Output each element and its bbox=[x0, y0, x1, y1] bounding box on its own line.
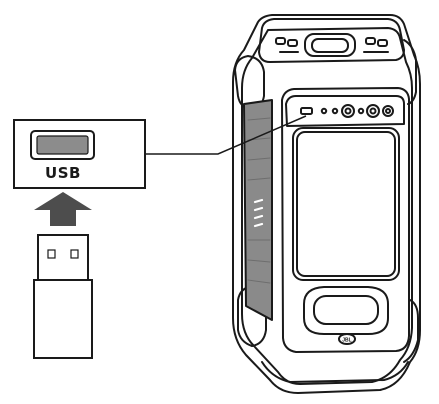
usb-drive-connector bbox=[37, 234, 89, 281]
speaker-bottom-handle-inner bbox=[313, 295, 379, 325]
speaker-front-panel-inner bbox=[296, 131, 396, 277]
mode-button-icon bbox=[357, 107, 365, 115]
knob-2-center bbox=[369, 107, 377, 115]
bottom-logo-glyph: JBL bbox=[342, 338, 351, 344]
callout-leader-line bbox=[145, 115, 307, 155]
speaker-bottom-handle bbox=[303, 286, 389, 335]
side-grille-texture bbox=[247, 117, 271, 284]
speaker-body-outline bbox=[232, 14, 421, 394]
mic-jack-icon bbox=[331, 107, 339, 115]
usb-label: USB bbox=[45, 164, 81, 182]
speaker-top-panel bbox=[258, 18, 405, 63]
speaker-control-strip bbox=[285, 95, 405, 127]
knob-3-center bbox=[385, 108, 391, 114]
usb-connector-hole-right bbox=[70, 249, 79, 259]
up-arrow-icon bbox=[34, 192, 92, 226]
speaker-top-handle-inner bbox=[311, 38, 349, 53]
speaker-usb-port-icon bbox=[300, 107, 313, 115]
top-buttons-right bbox=[363, 37, 389, 53]
speaker-top-handle bbox=[304, 33, 356, 57]
aux-jack-icon bbox=[320, 107, 328, 115]
usb-drive-body bbox=[33, 279, 93, 359]
usb-flash-drive-icon bbox=[33, 234, 93, 359]
usb-port-slot bbox=[36, 135, 89, 155]
knob-3-icon bbox=[382, 105, 394, 117]
knob-2-icon bbox=[366, 104, 380, 118]
usb-connector-hole-left bbox=[47, 249, 56, 259]
party-speaker: JBL bbox=[232, 14, 421, 394]
top-buttons-left bbox=[275, 37, 299, 53]
speaker-base bbox=[261, 361, 409, 383]
bottom-logo-icon bbox=[338, 333, 356, 345]
speaker-front-panel bbox=[292, 127, 400, 281]
knob-1-center bbox=[344, 107, 352, 115]
knob-1-icon bbox=[341, 104, 355, 118]
side-logo-icon bbox=[253, 198, 264, 228]
speaker-right-bumper-bottom bbox=[403, 299, 419, 363]
usb-port-callout: USB bbox=[13, 119, 146, 189]
speaker-front-frame bbox=[281, 87, 410, 353]
control-strip-controls bbox=[300, 104, 394, 118]
speaker-body-inner-edge bbox=[241, 27, 413, 385]
speaker-right-bumper-top bbox=[403, 39, 417, 105]
